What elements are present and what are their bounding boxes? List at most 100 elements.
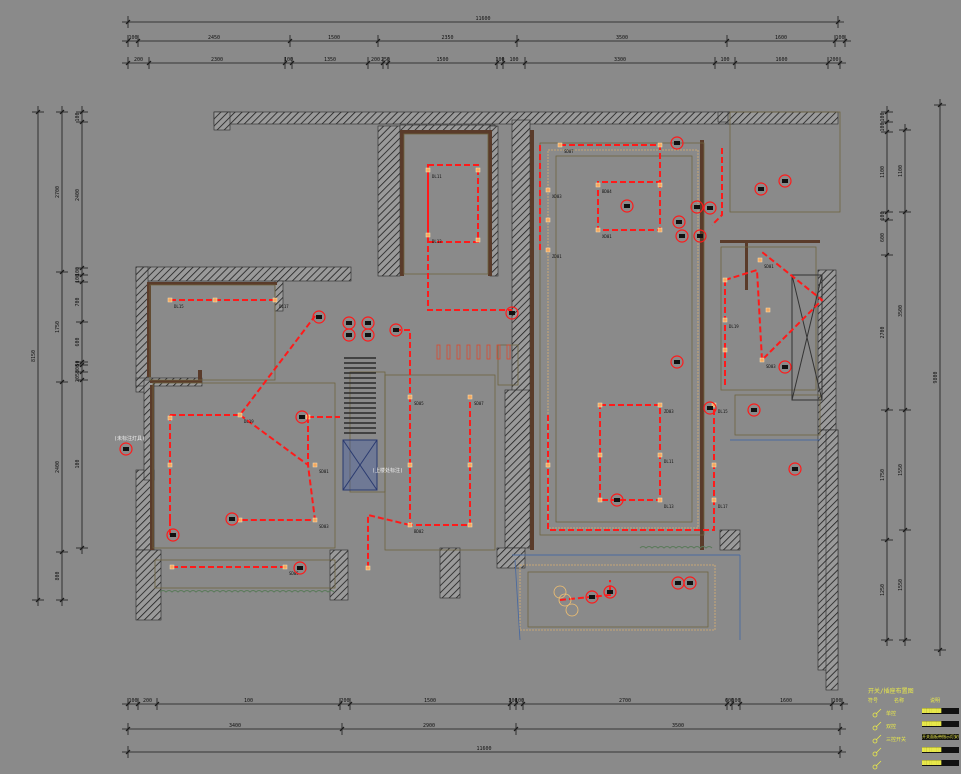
stair-diagonal xyxy=(342,439,378,491)
wall-solid xyxy=(147,282,151,377)
switch-icon xyxy=(872,734,882,744)
switch-symbol xyxy=(225,512,239,526)
room-outline xyxy=(720,246,817,391)
circuit-run xyxy=(427,164,512,311)
dimension-tick xyxy=(937,102,943,108)
wall-hatch xyxy=(504,389,531,549)
legend-row: 三控开关开关面板带指示灯安装 xyxy=(856,733,961,747)
pool-light xyxy=(553,585,567,599)
dimension-tick xyxy=(884,637,890,643)
dimension-label: 2700 xyxy=(880,326,886,338)
fixture-marker xyxy=(557,142,563,148)
fixture-code-label: ZD03 xyxy=(664,409,674,414)
switch-chip xyxy=(707,206,713,210)
room-outline xyxy=(527,571,709,628)
fixture-code-label: DL15 xyxy=(174,304,184,309)
switch-chip xyxy=(674,141,680,145)
dimension-tick xyxy=(837,749,843,755)
dimension-tick xyxy=(884,109,890,115)
dimension-tick xyxy=(832,38,838,44)
dimension-label: 2400 xyxy=(55,461,61,473)
dimension-label: 50 xyxy=(75,360,81,366)
dimension-tick xyxy=(79,279,85,285)
fixture-code-label: XD01 xyxy=(602,234,612,239)
legend-row-name: 单控 xyxy=(886,711,897,717)
dimension-label: 1600 xyxy=(780,698,792,704)
fixture-code-label: DL19 xyxy=(729,324,739,329)
switch-icon xyxy=(872,708,882,718)
fixture-marker xyxy=(475,237,481,243)
fixture-marker xyxy=(272,297,278,303)
switch-symbol xyxy=(505,306,519,320)
dimension-tick xyxy=(79,265,85,271)
fixture-marker xyxy=(757,257,763,263)
fixture-marker xyxy=(595,227,601,233)
legend-title: 开关/插座布置图 xyxy=(868,688,914,695)
dimension-tick xyxy=(282,60,288,66)
switch-chip xyxy=(679,234,685,238)
dimension-label: 1550 xyxy=(898,464,904,476)
legend-row-desc: ████████ xyxy=(922,721,959,727)
dimension-tick xyxy=(59,269,65,275)
switch-symbol xyxy=(747,403,761,417)
fixture-code-label: DL19 xyxy=(244,419,254,424)
switch-icon xyxy=(872,760,882,770)
fixture-code-label: DL13 xyxy=(664,504,674,509)
dimension-tick xyxy=(125,701,131,707)
dimension-tick xyxy=(513,701,519,707)
dimension-tick xyxy=(79,319,85,325)
room-outline xyxy=(403,133,489,275)
fixture-code-label: SD01 xyxy=(319,469,329,474)
dimension-label: 2350 xyxy=(441,35,453,41)
dimension-tick xyxy=(724,38,730,44)
dimension-tick xyxy=(732,60,738,66)
dimension-label: 1500 xyxy=(424,698,436,704)
dimension-tick xyxy=(937,647,943,653)
dimension-label: 100 xyxy=(75,274,81,283)
fixture-code-label: XD03 xyxy=(552,194,562,199)
circuit-run xyxy=(711,148,723,226)
dimension-tick xyxy=(380,60,386,66)
circuit-run xyxy=(547,404,715,531)
switch-symbol xyxy=(778,360,792,374)
dimension-tick xyxy=(902,209,908,215)
dimension-tick xyxy=(902,407,908,413)
fixture-marker xyxy=(467,394,473,400)
room-outline xyxy=(152,382,336,549)
room-outline xyxy=(154,559,336,589)
switch-symbol xyxy=(603,585,617,599)
fixture-code-label: DL17 xyxy=(279,304,289,309)
switch-symbol xyxy=(788,462,802,476)
wall-solid xyxy=(150,385,154,550)
fixture-code-label: DL15 xyxy=(718,409,728,414)
room-outline xyxy=(729,111,841,213)
room-outline xyxy=(519,564,716,631)
wall-hatch xyxy=(719,529,741,551)
fixture-marker xyxy=(545,187,551,193)
pool-light xyxy=(565,603,579,617)
dimension-label: 11600 xyxy=(476,746,491,752)
switch-symbol xyxy=(389,323,403,337)
switch-chip xyxy=(707,406,713,410)
dimension-label: 2900 xyxy=(423,723,435,729)
wall-hatch xyxy=(377,125,401,277)
dimension-label: 1500 xyxy=(436,57,448,63)
fixture-marker xyxy=(657,497,663,503)
dimension-label: 200 xyxy=(143,698,152,704)
dimension-tick xyxy=(712,60,718,66)
fixture-code-label: SD05 xyxy=(289,571,299,576)
fixture-code-label: SD07 xyxy=(564,149,574,154)
dimension-label: 800 xyxy=(55,571,61,580)
fixture-marker xyxy=(711,462,717,468)
dimension-tick xyxy=(500,60,506,66)
dimension-tick xyxy=(514,38,520,44)
dimension-label: 200 xyxy=(371,57,380,63)
dimension-label: 2400 xyxy=(75,189,81,201)
switch-chip xyxy=(687,581,693,585)
dimension-tick xyxy=(839,701,845,707)
switch-symbol xyxy=(703,401,717,415)
dimension-tick xyxy=(347,701,353,707)
room-outline xyxy=(349,371,386,493)
wall-solid xyxy=(198,370,202,383)
dimension-tick xyxy=(520,701,526,707)
